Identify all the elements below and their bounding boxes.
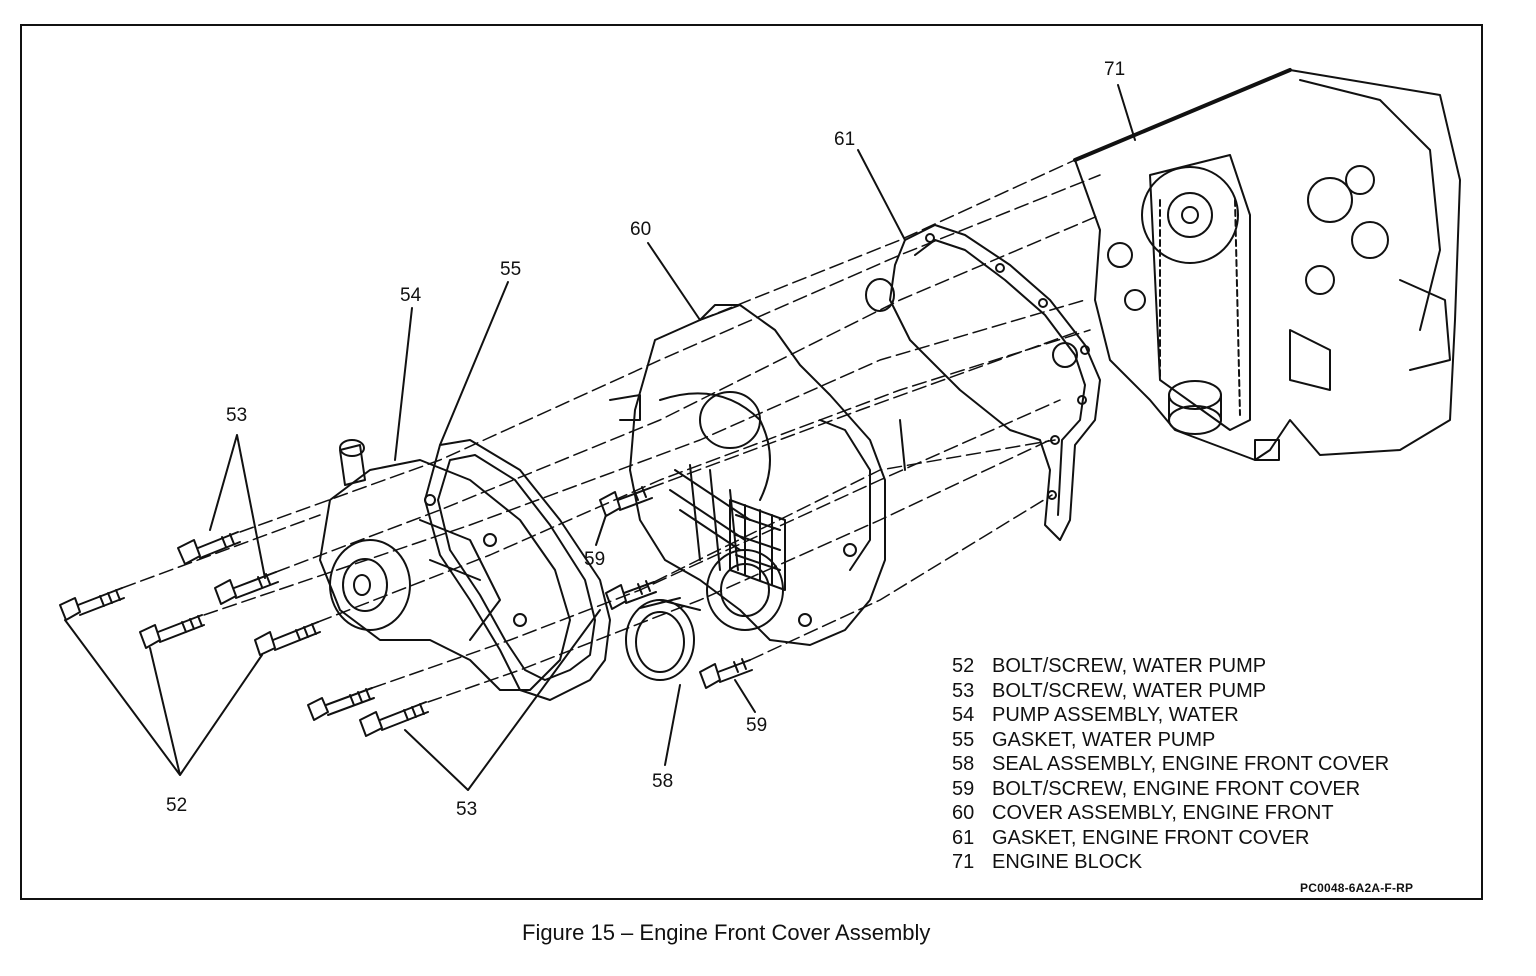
- legend-row: 55 GASKET, WATER PUMP: [952, 728, 1389, 753]
- callout-61: 61: [834, 129, 856, 150]
- bolt-53-a: [177, 531, 241, 565]
- bolt-52-b: [139, 614, 205, 649]
- front-cover-gasket: [865, 224, 1101, 541]
- figure-caption: Figure 15 – Engine Front Cover Assembly: [522, 920, 931, 945]
- legend-text: GASKET, ENGINE FRONT COVER: [992, 826, 1310, 849]
- legend-row: 58 SEAL ASSEMBLY, ENGINE FRONT COVER: [952, 752, 1389, 777]
- legend-number: 55: [952, 728, 975, 751]
- callout-53-bottom: 53: [456, 799, 478, 820]
- legend-row: 71 ENGINE BLOCK: [952, 850, 1389, 875]
- callout-71: 71: [1104, 59, 1126, 80]
- legend-row: 61 GASKET, ENGINE FRONT COVER: [952, 826, 1389, 851]
- callout-55: 55: [500, 259, 522, 280]
- callout-52: 52: [166, 795, 188, 816]
- legend-text: ENGINE BLOCK: [992, 851, 1143, 873]
- bolts: [59, 486, 753, 737]
- bolt-52-a: [59, 587, 125, 621]
- legend-text: GASKET, WATER PUMP: [992, 728, 1216, 751]
- alignment-lines: [121, 159, 1101, 703]
- legend-text: BOLT/SCREW, WATER PUMP: [992, 679, 1267, 702]
- legend-number: 54: [952, 704, 975, 726]
- legend-text: BOLT/SCREW, WATER PUMP: [992, 655, 1267, 677]
- callout-58: 58: [652, 771, 674, 792]
- legend-text: BOLT/SCREW, ENGINE FRONT COVER: [992, 777, 1361, 800]
- legend-number: 71: [952, 851, 975, 873]
- legend-number: 61: [952, 826, 975, 849]
- callout-53-top: 53: [226, 405, 248, 426]
- legend-number: 52: [952, 655, 975, 677]
- callout-60: 60: [630, 219, 652, 240]
- engine-block: [1073, 68, 1461, 461]
- legend-text: COVER ASSEMBLY, ENGINE FRONT: [992, 802, 1334, 824]
- legend-row: 60 COVER ASSEMBLY, ENGINE FRONT: [952, 801, 1389, 826]
- bolt-52-c: [254, 621, 321, 656]
- bolt-53-c: [359, 701, 429, 737]
- callout-54: 54: [400, 285, 422, 306]
- legend-text: PUMP ASSEMBLY, WATER: [992, 704, 1239, 726]
- legend-row: 52 BOLT/SCREW, WATER PUMP: [952, 654, 1389, 679]
- legend-row: 54 PUMP ASSEMBLY, WATER: [952, 703, 1389, 728]
- legend-row: 59 BOLT/SCREW, ENGINE FRONT COVER: [952, 777, 1389, 802]
- legend-text: SEAL ASSEMBLY, ENGINE FRONT COVER: [992, 753, 1390, 775]
- callout-59-right: 59: [746, 715, 768, 736]
- callout-59-left: 59: [584, 549, 606, 570]
- leader-lines: [64, 84, 1136, 791]
- legend-number: 59: [952, 777, 975, 800]
- bolt-53-b: [214, 571, 279, 605]
- figure-frame: [20, 24, 1483, 900]
- water-pump-assembly: [319, 439, 571, 691]
- figure-code: PC0048-6A2A-F-RP: [1300, 881, 1414, 895]
- bolt-59-b: [605, 580, 657, 610]
- bolt-59-a: [599, 486, 653, 517]
- bolt-59-c: [699, 658, 753, 689]
- front-cover-seal: [625, 597, 701, 681]
- legend-row: 53 BOLT/SCREW, WATER PUMP: [952, 679, 1389, 704]
- legend-number: 53: [952, 679, 975, 702]
- engine-front-cover: [609, 304, 886, 646]
- legend-number: 58: [952, 753, 975, 775]
- bolt-52-d: [307, 687, 375, 721]
- legend-number: 60: [952, 802, 975, 824]
